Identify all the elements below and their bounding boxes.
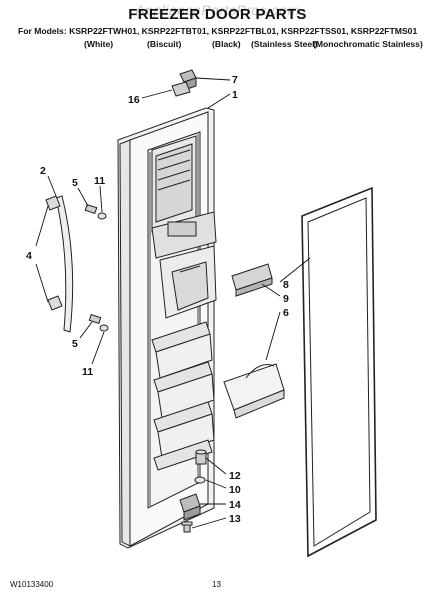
callout-16: 16 — [128, 94, 140, 106]
callout-13: 13 — [229, 513, 241, 525]
page-title: FREEZER DOOR PARTS — [128, 6, 307, 23]
callout-6: 6 — [283, 307, 289, 319]
callout-5-upper: 5 — [72, 177, 78, 189]
door-shelves — [151, 321, 215, 471]
callout-12: 12 — [229, 470, 241, 482]
callout-2: 2 — [40, 165, 46, 177]
door-gasket — [301, 186, 377, 558]
dispenser-housing — [151, 211, 217, 319]
document-number: W10133400 — [10, 580, 54, 589]
ice-chute — [151, 135, 197, 233]
hinge-washer — [194, 476, 206, 484]
door-handle — [45, 195, 74, 333]
callout-8: 8 — [283, 279, 289, 291]
bottom-hinge-pin — [195, 449, 207, 465]
callout-7: 7 — [232, 74, 238, 86]
callout-1: 1 — [232, 89, 238, 101]
callout-11-lower: 11 — [82, 366, 93, 378]
callout-11-upper: 11 — [94, 175, 105, 187]
models-line: For Models: KSRP22FTWH01, KSRP22FTBT01, … — [18, 26, 418, 36]
handle-screws-lower — [88, 313, 109, 332]
callout-14: 14 — [229, 499, 241, 511]
dispenser-trim — [231, 263, 273, 297]
callout-9: 9 — [283, 293, 289, 305]
callout-5-lower: 5 — [72, 338, 78, 350]
page-number: 13 — [212, 580, 221, 589]
handle-screws-upper — [84, 203, 107, 220]
color-monochromatic: (Monochromatic Stainless) — [313, 39, 423, 49]
bottom-hinge-bracket — [179, 493, 201, 521]
color-stainless: (Stainless Steel) — [251, 39, 318, 49]
color-white: (White) — [84, 39, 114, 49]
watermark: AppliancePartsPros.com — [135, 2, 300, 18]
leader-lines — [35, 77, 311, 529]
callout-10: 10 — [229, 484, 241, 496]
hinge-screw — [181, 521, 193, 533]
color-biscuit: (Biscuit) — [147, 39, 182, 49]
callout-4: 4 — [26, 250, 32, 262]
color-black: (Black) — [212, 39, 241, 49]
door-bin — [223, 363, 285, 419]
hinge-bushing — [171, 81, 191, 97]
